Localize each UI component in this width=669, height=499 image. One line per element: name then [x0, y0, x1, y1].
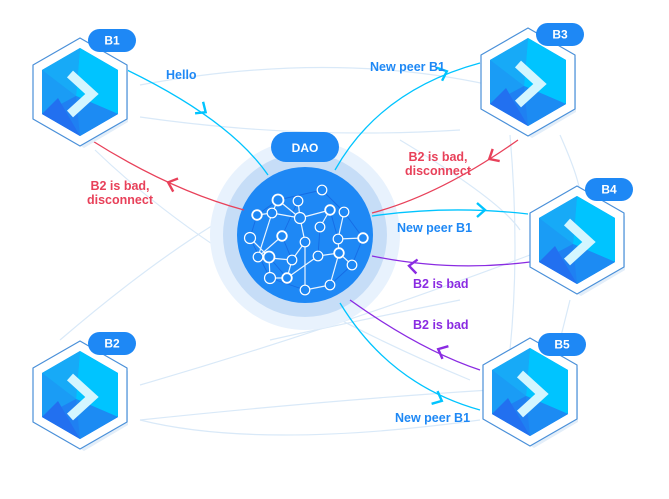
- hub-network-node: [252, 251, 264, 263]
- hub-network-node: [332, 233, 344, 245]
- message-label-line: disconnect: [87, 193, 154, 207]
- node-chevron-hex-icon: [33, 341, 128, 451]
- message-label: New peer B1: [397, 221, 472, 235]
- mesh-line: [139, 389, 491, 421]
- peer-node-b2[interactable]: B2: [33, 332, 136, 451]
- node-badge: B3: [536, 23, 584, 46]
- message-path: [371, 209, 529, 217]
- hub-network-node: [281, 272, 293, 284]
- mesh-line: [139, 419, 481, 436]
- hub-network-link: [286, 255, 319, 279]
- hub-core: [237, 167, 373, 303]
- hub-network-node: [357, 232, 369, 244]
- arrowhead-icon: [487, 148, 500, 163]
- message-arrow: [339, 302, 481, 411]
- node-badge: B4: [585, 178, 633, 201]
- mesh-line: [509, 134, 516, 351]
- hub-network-node: [314, 221, 326, 233]
- message-path: [371, 255, 531, 267]
- hub-network-node: [324, 204, 336, 216]
- hub-network-node: [338, 206, 350, 218]
- node-badge: B5: [538, 333, 586, 356]
- hub-label: DAO: [292, 141, 319, 155]
- message-path: [339, 302, 481, 411]
- node-chevron-hex-icon: [33, 38, 128, 148]
- message-path: [334, 62, 481, 171]
- node-badge: B2: [88, 332, 136, 355]
- hub-network-node: [324, 279, 336, 291]
- message-arrow: [371, 202, 529, 218]
- hub-network-node: [262, 250, 276, 264]
- arrowhead-icon: [431, 390, 444, 405]
- node-chevron-hex-icon: [530, 186, 625, 296]
- message-label: New peer B1: [370, 60, 445, 74]
- peer-node-b3[interactable]: B3: [481, 23, 584, 138]
- hub-network-node: [276, 230, 288, 242]
- hub-network-node: [251, 209, 263, 221]
- hub-network-node: [243, 231, 257, 245]
- hub-network-node: [346, 259, 358, 271]
- mesh-line: [269, 299, 461, 341]
- arrowhead-icon: [194, 101, 208, 115]
- hub-network-node: [286, 254, 298, 266]
- hub-network-link: [277, 189, 323, 201]
- message-path: [349, 299, 481, 371]
- node-label: B3: [552, 28, 568, 42]
- mesh-line: [139, 116, 461, 134]
- hub-network-node: [333, 247, 345, 259]
- hub[interactable]: [210, 140, 400, 330]
- message-arrow: [371, 255, 531, 275]
- peer-node-b4[interactable]: B4: [530, 178, 633, 296]
- hub-network-node: [312, 250, 324, 262]
- hub-network-node: [299, 236, 311, 248]
- hub-network-node: [266, 207, 278, 219]
- message-arrow: [349, 299, 481, 371]
- node-label: B5: [554, 338, 570, 352]
- hub-network-node: [316, 184, 328, 196]
- hub-network-node: [299, 284, 311, 296]
- arrowhead-icon: [436, 345, 449, 360]
- hub-network-link: [269, 277, 306, 291]
- message-arrow: [90, 139, 245, 211]
- message-label: B2 is bad: [413, 277, 469, 291]
- arrowhead-icon: [407, 258, 419, 275]
- hub-network-node: [292, 195, 304, 207]
- arrowhead-icon: [476, 202, 487, 218]
- message-label: B2 is bad,disconnect: [87, 179, 154, 207]
- hub-network-node: [293, 211, 307, 225]
- arrowhead-icon: [166, 177, 179, 193]
- node-label: B2: [104, 337, 120, 351]
- hub-network-icon: [243, 184, 369, 296]
- arrowhead-icon: [436, 66, 449, 82]
- message-path: [126, 69, 269, 176]
- hub-network-node: [271, 193, 285, 207]
- message-arrow: [126, 69, 269, 176]
- message-arrow: [371, 139, 519, 214]
- message-arrows: [90, 62, 531, 411]
- peer-node-b1[interactable]: B1: [33, 29, 136, 148]
- hub-network-link: [281, 200, 299, 237]
- message-label-line: B2 is bad,: [408, 150, 467, 164]
- node-label: B4: [601, 183, 617, 197]
- hub-network-node: [263, 271, 277, 285]
- node-badge: B1: [88, 29, 136, 52]
- message-label: B2 is bad,disconnect: [405, 150, 472, 178]
- mesh-line: [139, 66, 491, 86]
- message-label-line: B2 is bad,: [90, 179, 149, 193]
- message-label: New peer B1: [395, 411, 470, 425]
- message-label-line: disconnect: [405, 164, 472, 178]
- peer-node-b5[interactable]: B5: [483, 333, 586, 448]
- message-label: Hello: [166, 68, 197, 82]
- hub-network-link: [257, 212, 273, 258]
- message-path: [371, 139, 519, 214]
- message-arrow: [334, 62, 481, 171]
- message-label: B2 is bad: [413, 318, 469, 332]
- hub-badge: DAO: [271, 132, 339, 162]
- node-label: B1: [104, 34, 120, 48]
